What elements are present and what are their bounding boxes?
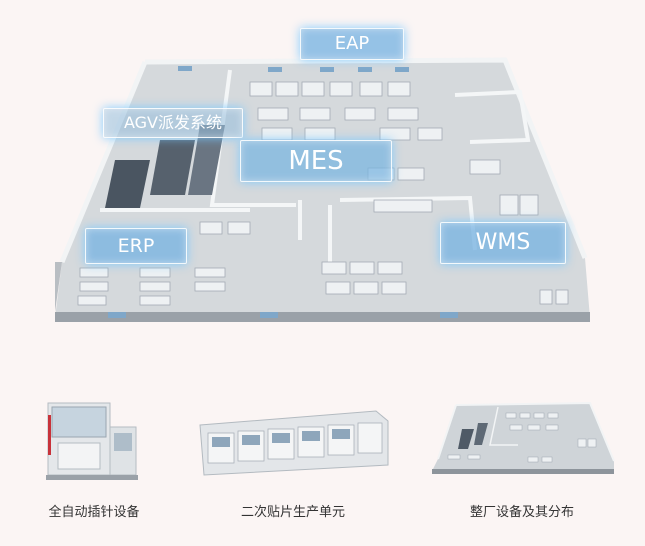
wms-system-label: WMS — [440, 222, 566, 264]
smt-production-unit-image — [199, 410, 389, 476]
wms-label-text: WMS — [475, 230, 531, 255]
mes-label-text: MES — [288, 146, 344, 176]
agv-label-text: AGV派发系统 — [123, 113, 222, 132]
equipment-thumbnails: 全自动插针设备 二次贴片生产单元 — [0, 385, 645, 545]
eap-label-text: EAP — [334, 33, 370, 54]
caption-factory-layout: 整厂设备及其分布 — [469, 505, 574, 520]
caption-smt-unit: 二次贴片生产单元 — [240, 505, 345, 520]
caption-pin-insertion: 全自动插针设备 — [48, 505, 140, 520]
factory-layout-image — [432, 401, 615, 474]
mes-system-label: MES — [240, 140, 392, 182]
erp-system-label: ERP — [85, 228, 187, 264]
factory-floor-illustration: EAP AGV派发系统 MES ERP WMS — [55, 28, 590, 322]
erp-label-text: ERP — [117, 235, 155, 257]
agv-system-label: AGV派发系统 — [103, 108, 243, 138]
pin-insertion-machine-image — [46, 402, 138, 480]
eap-system-label: EAP — [300, 28, 404, 60]
